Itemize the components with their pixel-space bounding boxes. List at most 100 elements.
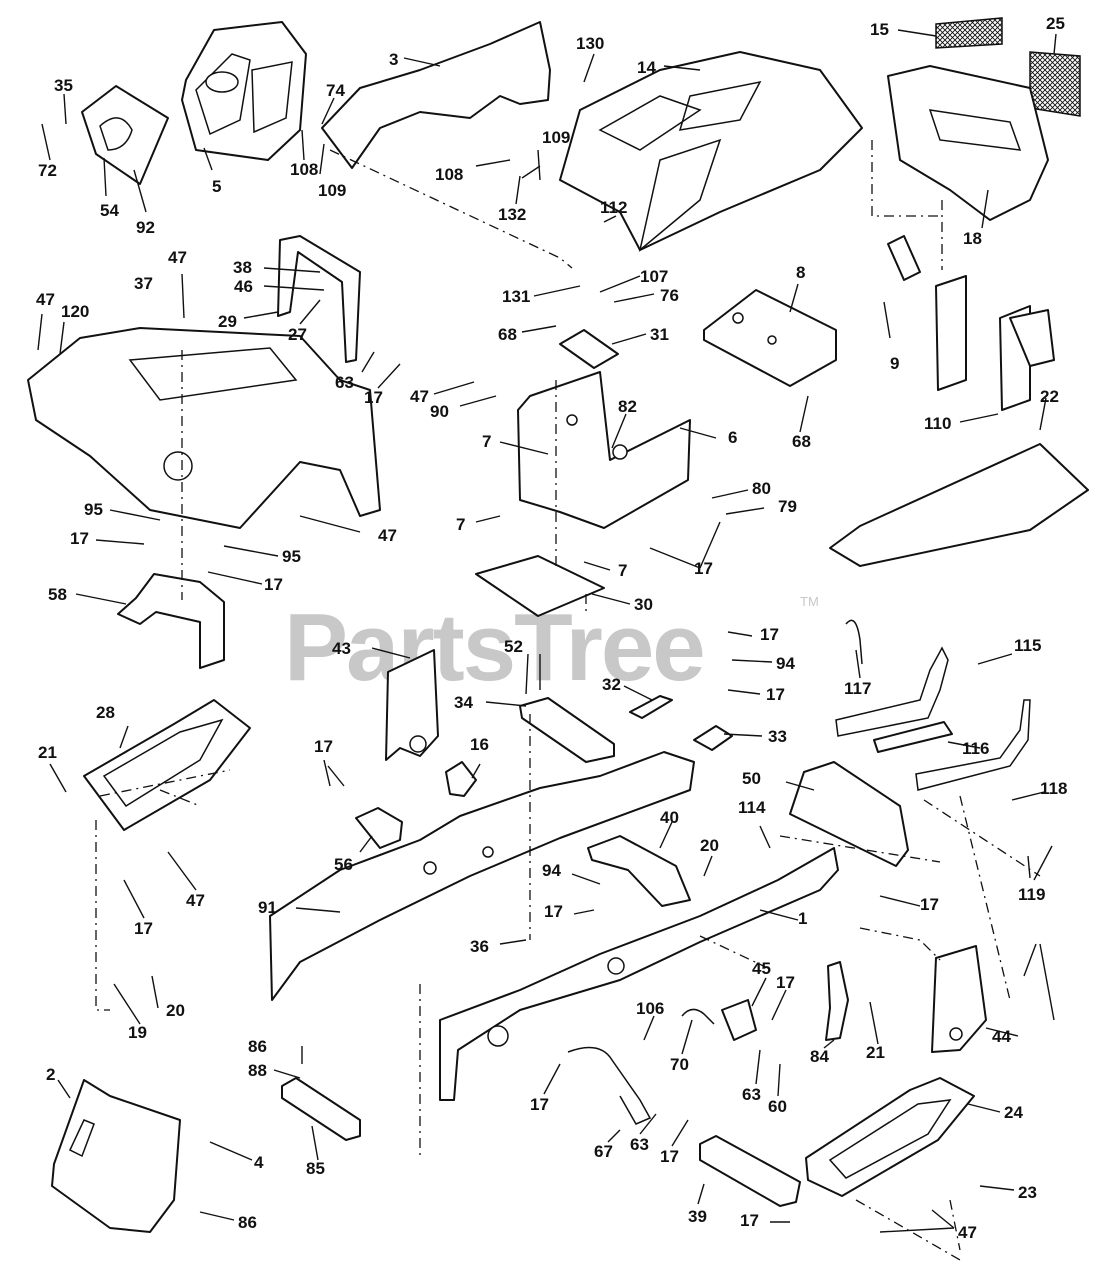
bracket-58 <box>117 573 225 669</box>
rod-115 <box>835 646 949 737</box>
callout-35: 35 <box>54 76 73 95</box>
callout-56: 56 <box>334 855 353 874</box>
callout-109: 109 <box>318 181 346 200</box>
callout-116: 116 <box>962 739 989 758</box>
callout-107: 107 <box>640 267 668 286</box>
callout-17l: 17 <box>660 1147 679 1166</box>
callout-94b: 94 <box>542 861 561 880</box>
callout-17b: 17 <box>70 529 89 548</box>
callout-86b: 86 <box>238 1213 257 1232</box>
rod-117 <box>845 619 863 665</box>
callout-2: 2 <box>46 1065 55 1084</box>
callout-44: 44 <box>992 1027 1011 1046</box>
callouts: 3 130 14 15 25 35 74 72 5 108 109 54 92 … <box>36 14 1067 1242</box>
frame-1 <box>439 847 839 1101</box>
callout-38: 38 <box>233 258 252 277</box>
bracket-110a <box>935 275 967 391</box>
part-shapes <box>27 17 1089 1233</box>
callout-17c: 17 <box>264 575 283 594</box>
hood-14 <box>559 51 863 251</box>
callout-95b: 95 <box>282 547 301 566</box>
callout-30: 30 <box>634 595 653 614</box>
callout-58: 58 <box>48 585 67 604</box>
callout-90: 90 <box>430 402 449 421</box>
callout-24: 24 <box>1004 1103 1023 1122</box>
leader-lines <box>37 29 1057 1233</box>
side-panel-3 <box>321 21 551 169</box>
callout-112: 112 <box>600 198 627 217</box>
callout-5: 5 <box>212 177 221 196</box>
callout-18: 18 <box>963 229 982 248</box>
callout-40: 40 <box>660 808 679 827</box>
callout-23: 23 <box>1018 1183 1037 1202</box>
callout-17k: 17 <box>530 1095 549 1114</box>
callout-28: 28 <box>96 703 115 722</box>
callout-52: 52 <box>504 637 523 656</box>
callout-7c: 7 <box>618 561 627 580</box>
bracket-45 <box>721 999 757 1041</box>
callout-80: 80 <box>752 479 771 498</box>
callout-76: 76 <box>660 286 679 305</box>
callout-130: 130 <box>576 34 604 53</box>
callout-17: 17 <box>364 388 383 407</box>
callout-43: 43 <box>332 639 351 658</box>
callout-14: 14 <box>637 58 656 77</box>
watermark-trademark: TM <box>800 594 819 609</box>
plate-30 <box>475 555 605 617</box>
callout-118: 118 <box>1040 779 1067 798</box>
callout-60: 60 <box>768 1097 787 1116</box>
callout-47d: 47 <box>378 526 397 545</box>
callout-120: 120 <box>61 302 89 321</box>
callout-20: 20 <box>700 836 719 855</box>
callout-37: 37 <box>134 274 153 293</box>
callout-31: 31 <box>650 325 669 344</box>
callout-21b: 21 <box>866 1043 885 1062</box>
callout-63c: 63 <box>630 1135 649 1154</box>
callout-16: 16 <box>470 735 489 754</box>
bumper-22 <box>829 443 1089 567</box>
callout-7: 7 <box>482 432 491 451</box>
bracket-33 <box>693 725 733 751</box>
bracket-2 <box>51 1079 181 1233</box>
callout-68b: 68 <box>792 432 811 451</box>
callout-27: 27 <box>288 325 307 344</box>
callout-70: 70 <box>670 1055 689 1074</box>
callout-22: 22 <box>1040 387 1059 406</box>
callout-17m: 17 <box>740 1211 759 1230</box>
callout-21: 21 <box>38 743 57 762</box>
grille-15 <box>935 17 1003 49</box>
support-29 <box>277 235 361 363</box>
callout-3: 3 <box>389 50 398 69</box>
callout-36: 36 <box>470 937 489 956</box>
assembly-lines <box>95 140 1041 1261</box>
bracket-39 <box>699 1135 801 1207</box>
callout-108b: 108 <box>435 165 463 184</box>
callout-17h: 17 <box>920 895 939 914</box>
footrest-28 <box>83 699 251 831</box>
bracket-85 <box>281 1077 361 1141</box>
heat-shield-92 <box>81 85 169 185</box>
callout-17f: 17 <box>314 737 333 756</box>
callout-20b: 20 <box>166 1001 185 1020</box>
bracket-34 <box>519 697 615 763</box>
callout-25: 25 <box>1046 14 1065 33</box>
callout-17d: 17 <box>760 625 779 644</box>
callout-17i: 17 <box>134 919 153 938</box>
callout-4: 4 <box>254 1153 264 1172</box>
callout-95: 95 <box>84 500 103 519</box>
callout-88: 88 <box>248 1061 267 1080</box>
callout-17g: 17 <box>544 902 563 921</box>
callout-47f: 47 <box>186 891 205 910</box>
bracket-40 <box>587 835 691 907</box>
callout-7b: 7 <box>456 515 465 534</box>
callout-45: 45 <box>752 959 771 978</box>
loop-70 <box>681 1008 715 1025</box>
callout-50: 50 <box>742 769 761 788</box>
frame-91 <box>269 751 695 1001</box>
callout-47c: 47 <box>410 387 429 406</box>
callout-47g: 47 <box>958 1223 977 1242</box>
callout-132: 132 <box>498 205 526 224</box>
callout-67: 67 <box>594 1142 613 1161</box>
callout-108: 108 <box>290 160 318 179</box>
